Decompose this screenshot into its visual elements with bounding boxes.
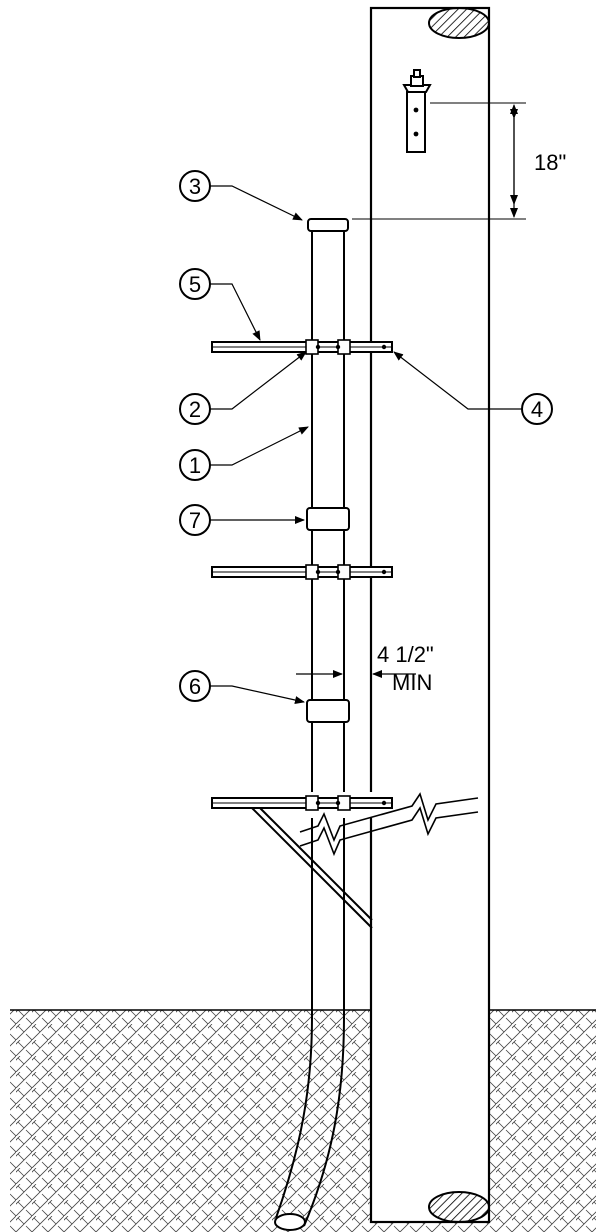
callout-3: 3 — [179, 170, 303, 221]
pole-top-cut — [428, 7, 490, 39]
callout-1-label: 1 — [189, 453, 201, 478]
callout-5-label: 5 — [189, 272, 201, 297]
callout-1: 1 — [179, 426, 309, 481]
coupling-upper — [306, 507, 350, 531]
callout-3-label: 3 — [189, 174, 201, 199]
standoff-bracket-1 — [211, 339, 393, 355]
coupling-lower — [306, 699, 350, 723]
riser-conduit — [274, 218, 350, 1231]
riser-cap — [307, 218, 349, 232]
standoff-bracket-2 — [211, 564, 393, 580]
callout-6: 6 — [179, 670, 305, 704]
dimension-standoff-qualifier: MIN — [392, 670, 432, 695]
callout-4-label: 4 — [531, 397, 543, 422]
insulator-bracket — [402, 69, 432, 153]
dimension-top-spacing-label: 18" — [534, 150, 566, 175]
dimension-standoff: 4 1/2" MIN — [296, 642, 434, 695]
dimension-standoff-value: 4 1/2" — [377, 642, 434, 667]
break-line-lower — [299, 806, 479, 857]
pole-body — [369, 6, 491, 1224]
callout-7-label: 7 — [189, 508, 201, 533]
break-line-upper — [299, 792, 479, 843]
callout-7: 7 — [179, 504, 305, 536]
pole-bottom-cut — [428, 1191, 490, 1223]
dimension-top-spacing: 18" — [352, 102, 566, 220]
callout-5: 5 — [179, 268, 261, 341]
utility-pole — [299, 6, 491, 1224]
callout-2: 2 — [179, 351, 307, 425]
standoff-bracket-3 — [211, 795, 393, 929]
callout-4: 4 — [393, 351, 553, 425]
callout-6-label: 6 — [189, 674, 201, 699]
callout-2-label: 2 — [189, 397, 201, 422]
